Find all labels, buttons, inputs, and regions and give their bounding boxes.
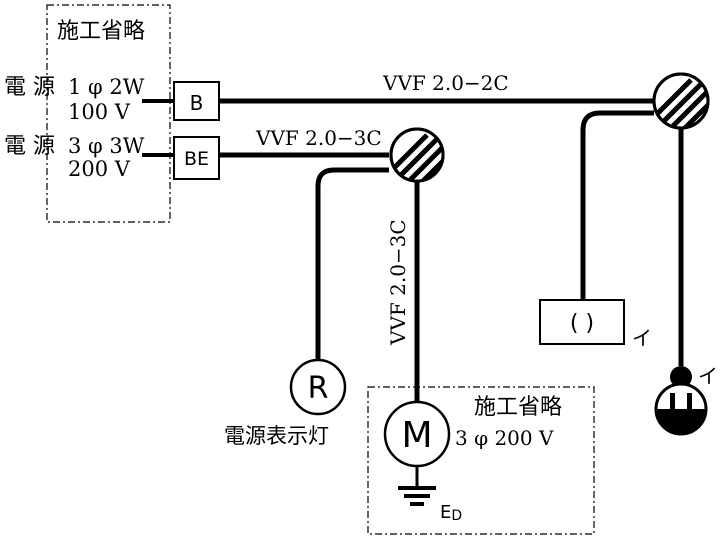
pilot-lamp-circle-icon xyxy=(289,358,347,416)
cable-label-middle: VVF 2.0−3C xyxy=(255,126,382,150)
switch-dot-icon xyxy=(670,366,692,388)
source1-phase: 1 φ 2W xyxy=(68,75,145,99)
upper-omitted-area xyxy=(46,4,171,223)
lower-omitted-area xyxy=(367,386,595,535)
motor: M xyxy=(383,400,451,468)
power-source-2: 電 源 3 φ 3W 200 V xyxy=(4,134,145,181)
ceiling-light-symbol: ( ) xyxy=(570,311,594,336)
breaker-b: B xyxy=(173,81,220,121)
pilot-lamp: R xyxy=(289,358,347,416)
ceiling-light-tag: イ xyxy=(632,326,652,350)
lower-omitted-label: 施工省略 xyxy=(474,395,562,420)
breaker-be: BE xyxy=(173,136,220,180)
junction-box-right xyxy=(652,72,710,130)
breaker-be-label: BE xyxy=(184,148,209,170)
cable-label-top: VVF 2.0−2C xyxy=(382,71,509,95)
source2-name: 電 源 xyxy=(4,134,55,159)
source2-phase: 3 φ 3W xyxy=(68,134,145,158)
source1-name: 電 源 xyxy=(4,75,55,100)
pilot-lamp-symbol: R xyxy=(308,371,329,406)
ground-label: ED xyxy=(440,502,462,524)
motor-symbol: M xyxy=(401,415,432,456)
receptacle-icon xyxy=(654,382,708,436)
switch-tag: イ xyxy=(698,364,718,388)
breaker-b-label: B xyxy=(190,91,204,115)
ground-symbol-icon xyxy=(398,466,436,506)
junction-box-middle xyxy=(389,127,445,183)
cable-label-vertical: VVF 2.0−3C xyxy=(386,219,410,346)
pilot-lamp-label: 電源表示灯 xyxy=(224,424,329,448)
cable-to-pilot-lamp xyxy=(315,167,389,360)
wiring xyxy=(219,98,684,402)
ceiling-light: ( ) xyxy=(539,299,625,345)
upper-omitted-label: 施工省略 xyxy=(57,19,145,44)
motor-rating: 3 φ 200 V xyxy=(455,426,554,450)
power-source-1: 電 源 1 φ 2W 100 V xyxy=(4,75,145,124)
source2-voltage: 200 V xyxy=(68,157,131,181)
cable-to-ceiling-light xyxy=(580,110,654,300)
source1-voltage: 100 V xyxy=(68,100,131,124)
